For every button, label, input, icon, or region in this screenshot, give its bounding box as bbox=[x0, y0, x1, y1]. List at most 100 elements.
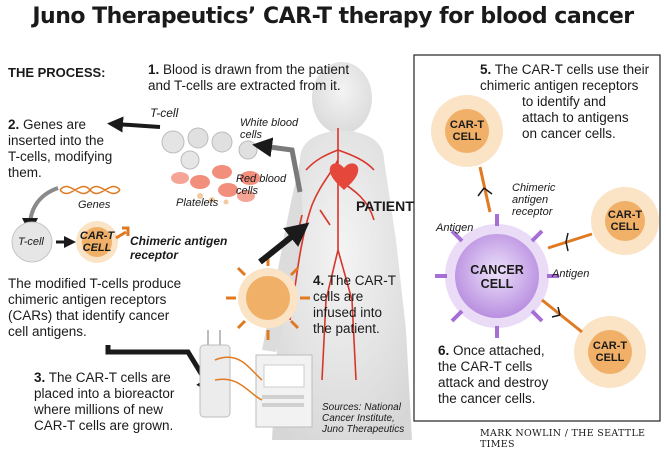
label-antigen-left: Antigen bbox=[436, 222, 474, 234]
modified-line3: (CARs) that identify cancer bbox=[8, 308, 170, 323]
label-cancer-l1: CANCER bbox=[470, 263, 524, 277]
tcell-left-circle bbox=[11, 221, 53, 263]
bioreactor bbox=[199, 330, 313, 428]
label-chimeric-right-l3: receptor bbox=[512, 206, 553, 218]
step1-line2: and T-cells are extracted from it. bbox=[148, 78, 341, 93]
heart-shape bbox=[329, 163, 359, 190]
step3-line3: where millions of new bbox=[34, 402, 164, 417]
label-cart-bottom-l1: CAR-T bbox=[592, 340, 628, 352]
label-red-blood: Red blood cells bbox=[236, 173, 286, 197]
label-patient: PATIENT bbox=[356, 198, 414, 214]
step2-line4: them. bbox=[8, 165, 42, 180]
sources-line2: Cancer Institute, bbox=[322, 413, 395, 424]
process-heading: THE PROCESS: bbox=[8, 65, 106, 80]
cancer-cell-body bbox=[455, 234, 539, 318]
step3-line4: CAR-T cells are grown. bbox=[34, 418, 174, 433]
step5-line2: chimeric antigen receptors bbox=[480, 78, 639, 93]
step4-line2: cells are bbox=[313, 289, 364, 304]
label-cart-right-l1: CAR-T bbox=[607, 209, 643, 221]
label-red-blood-l1: Red blood bbox=[236, 173, 287, 185]
step3-line1: The CAR-T cells are bbox=[48, 370, 171, 385]
label-cart-top-l2: CELL bbox=[452, 131, 482, 143]
cart-left-core bbox=[82, 227, 112, 257]
label-white-blood: White blood cells bbox=[240, 117, 298, 141]
label-chimeric-left: Chimeric antigen receptor bbox=[130, 234, 227, 262]
step1-number: 1. bbox=[148, 62, 160, 77]
modified-line1: The modified T-cells produce bbox=[8, 276, 182, 291]
label-chimeric-right: Chimeric antigen receptor bbox=[512, 182, 555, 218]
modified-text: The modified T-cells produce chimeric an… bbox=[8, 276, 181, 340]
label-cart-left: CAR-T CELL bbox=[79, 230, 115, 254]
credit-line: MARK NOWLIN / THE SEATTLE TIMES bbox=[480, 428, 646, 450]
step6-line4: the cancer cells. bbox=[438, 391, 536, 406]
sources: Sources: National Cancer Institute, Juno… bbox=[322, 402, 404, 435]
step2-line1: Genes are bbox=[23, 117, 87, 132]
receptor-forks bbox=[477, 187, 569, 318]
step6-text: 6. Once attached, the CAR-T cells attack… bbox=[438, 343, 548, 407]
label-cart-top: CAR-T CELL bbox=[447, 119, 487, 143]
step6-line2: the CAR-T cells bbox=[438, 359, 533, 374]
label-cart-bottom: CAR-T CELL bbox=[590, 340, 630, 364]
step6-line1: Once attached, bbox=[453, 343, 545, 358]
arrow-to-bioreactor bbox=[105, 345, 216, 397]
step6-number: 6. bbox=[438, 343, 450, 358]
step4-line4: the patient. bbox=[313, 321, 380, 336]
arrow-step2-to-tcell bbox=[22, 186, 59, 234]
tcell-top-circle bbox=[161, 130, 185, 154]
step4-text: 4. The CAR-T cells are infused into the … bbox=[313, 273, 396, 337]
label-chimeric-right-l2: antigen bbox=[512, 194, 549, 206]
dna-genes bbox=[59, 185, 121, 195]
step3-line2: placed into a bioreactor bbox=[34, 386, 175, 401]
step5-text: 5. The CAR-T cells use their chimeric an… bbox=[480, 62, 649, 142]
step3-text: 3. The CAR-T cells are placed into a bio… bbox=[34, 370, 174, 434]
arrow-to-step2 bbox=[107, 116, 161, 133]
sources-line1: Sources: National bbox=[322, 402, 401, 413]
label-tcell-left: T-cell bbox=[18, 236, 44, 248]
arrow-to-patient bbox=[258, 222, 310, 265]
label-cancer-l2: CELL bbox=[480, 277, 514, 291]
step1-line1: Blood is drawn from the patient bbox=[163, 62, 350, 77]
cart-left-receptor bbox=[115, 226, 130, 240]
step4-line3: infused into bbox=[313, 305, 383, 320]
step2-text: 2. Genes are inserted into the T-cells, … bbox=[8, 117, 112, 181]
step4-line1: The CAR-T bbox=[327, 273, 397, 288]
step5-line4: attach to antigens bbox=[522, 110, 629, 125]
label-white-blood-l1: White blood bbox=[240, 117, 299, 129]
cart-right-cell bbox=[591, 187, 659, 255]
page-title: Juno Therapeutics’ CAR-T therapy for blo… bbox=[32, 4, 634, 29]
label-genes: Genes bbox=[78, 199, 111, 211]
step5-line5: on cancer cells. bbox=[522, 126, 616, 141]
label-cancer-cell: CANCER CELL bbox=[467, 263, 527, 291]
label-cart-left-l1: CAR-T bbox=[79, 230, 115, 242]
label-white-blood-l2: cells bbox=[240, 129, 263, 141]
label-cart-top-l1: CAR-T bbox=[449, 119, 485, 131]
modified-line4: cell antigens. bbox=[8, 324, 87, 339]
label-cart-right: CAR-T CELL bbox=[605, 209, 645, 233]
modified-line2: chimeric antigen receptors bbox=[8, 292, 167, 307]
arrow-patient-to-blood bbox=[252, 137, 303, 193]
step3-number: 3. bbox=[34, 370, 46, 385]
label-chimeric-right-l1: Chimeric bbox=[512, 182, 556, 194]
step4-number: 4. bbox=[313, 273, 325, 288]
step5-number: 5. bbox=[480, 62, 492, 77]
step1-text: 1. Blood is drawn from the patient and T… bbox=[148, 62, 349, 94]
label-cart-left-l2: CELL bbox=[82, 242, 112, 254]
step2-line2: inserted into the bbox=[8, 133, 105, 148]
cart-top-cell bbox=[431, 95, 503, 167]
label-cart-bottom-l2: CELL bbox=[595, 352, 625, 364]
sources-line3: Juno Therapeutics bbox=[322, 424, 405, 435]
blood-cells-cluster bbox=[171, 127, 260, 205]
label-red-blood-l2: cells bbox=[236, 185, 259, 197]
label-platelets: Platelets bbox=[176, 197, 219, 209]
label-chimeric-left-l1: Chimeric antigen bbox=[130, 234, 228, 248]
step5-line1: The CAR-T cells use their bbox=[494, 62, 650, 77]
cancer-antigens bbox=[435, 214, 559, 338]
step2-number: 2. bbox=[8, 117, 20, 132]
step2-line3: T-cells, modifying bbox=[8, 149, 113, 164]
cart-cluster bbox=[226, 256, 310, 340]
step5-line3: to identify and bbox=[522, 94, 607, 109]
label-antigen-right: Antigen bbox=[552, 268, 590, 280]
label-tcell-top: T-cell bbox=[150, 106, 179, 120]
